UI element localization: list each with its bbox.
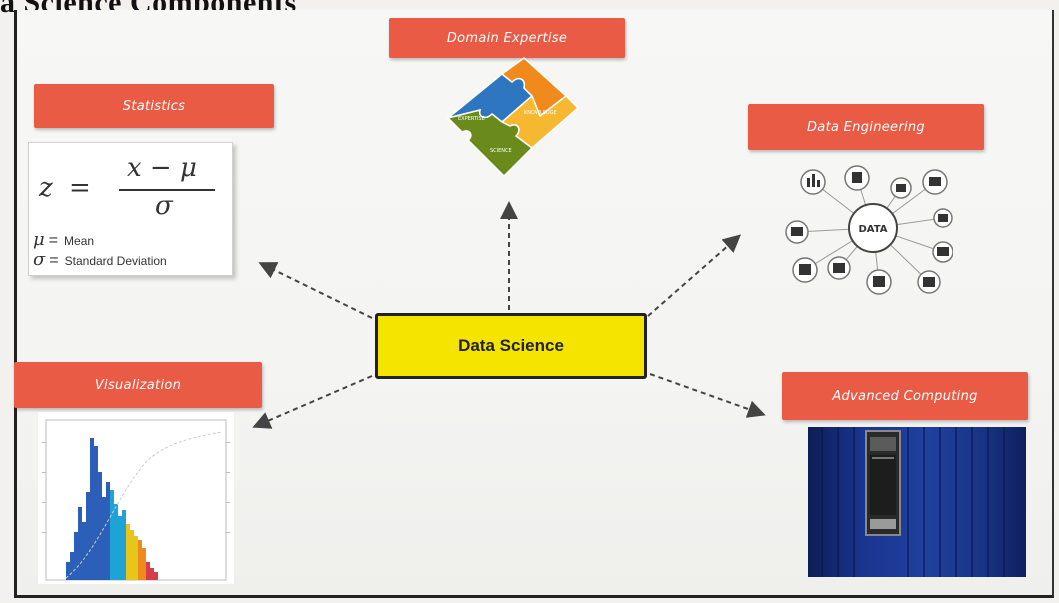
- sigma-symbol: σ: [33, 249, 46, 270]
- formula-denominator: σ: [155, 191, 173, 221]
- sigma-definition: σ= Standard Deviation: [33, 249, 167, 270]
- statistics-label: Statistics: [34, 84, 274, 128]
- mu-equals: =: [48, 232, 59, 249]
- sigma-equals: =: [49, 252, 59, 269]
- data-science-box: Data Science: [375, 313, 647, 379]
- arrow-to-computing: [649, 373, 766, 418]
- mean-definition: μ= Mean: [33, 229, 94, 250]
- z-score-formula-card: z = x − μ σ μ=Mean σ=Standard Deviation: [28, 142, 233, 276]
- data-hub-text: DATA: [858, 224, 887, 235]
- mu-label: Mean: [64, 234, 95, 248]
- arrow-to-visualization: [252, 375, 373, 429]
- histogram-icon: [38, 412, 234, 584]
- arrow-to-engineering: [647, 234, 742, 317]
- data-engineering-label: Data Engineering: [748, 104, 984, 150]
- visualization-label: Visualization: [14, 362, 262, 408]
- domain-expertise-label: Domain Expertise: [389, 18, 625, 58]
- arrow-to-statistics: [258, 262, 373, 319]
- formula-equals: =: [69, 173, 91, 203]
- svg-text:KNOWLEDGE: KNOWLEDGE: [524, 110, 557, 116]
- z-score-formula: z = x − μ σ: [35, 153, 225, 223]
- sigma-label: Standard Deviation: [64, 254, 167, 268]
- formula-numerator: x − μ: [127, 153, 197, 183]
- svg-text:SCIENCE: SCIENCE: [490, 148, 512, 154]
- server-rack-icon: [808, 427, 1026, 577]
- svg-text:EXPERTISE: EXPERTISE: [458, 116, 485, 122]
- puzzle-icon: EXPERTISE KNOWLEDGE SCIENCE: [446, 57, 578, 178]
- advanced-computing-label: Advanced Computing: [782, 372, 1028, 420]
- mu-symbol: μ: [33, 229, 45, 250]
- formula-z: z: [39, 173, 53, 203]
- data-engineering-icon: DATA: [783, 160, 954, 295]
- fraction-bar: [119, 189, 215, 191]
